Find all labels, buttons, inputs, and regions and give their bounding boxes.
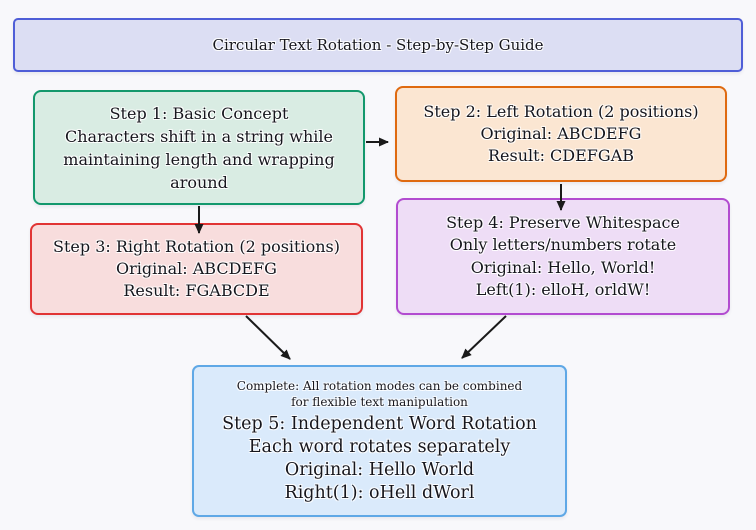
node-text-line: Step 1: Basic Concept	[109, 103, 289, 123]
node-text-line: Step 5: Independent Word Rotation	[222, 413, 537, 434]
diagram-title: Circular Text Rotation - Step-by-Step Gu…	[212, 36, 544, 54]
node-text-line: Result: FGABCDE	[123, 281, 270, 300]
node-text-line: Original: ABCDEFG	[116, 259, 277, 278]
node-text-line: Original: Hello World	[284, 459, 475, 480]
node-text-line: Step 2: Left Rotation (2 positions)	[423, 102, 699, 121]
node-text-line: Left(1): elloH, orldW!	[475, 280, 651, 299]
node-note-line: for flexible text manipulation	[291, 394, 468, 409]
node-text-line: Original: Hello, World!	[470, 257, 656, 277]
node-step4-preserve-whitespace: Step 4: Preserve Whitespace Only letters…	[396, 198, 730, 315]
node-text-line: Only letters/numbers rotate	[449, 235, 677, 254]
node-step5-word-rotation-complete: Complete: All rotation modes can be comb…	[192, 365, 567, 517]
node-text-line: Each word rotates separately	[248, 436, 511, 457]
node-step3-right-rotation: Step 3: Right Rotation (2 positions) Ori…	[30, 223, 363, 315]
node-note-line: Complete: All rotation modes can be comb…	[236, 378, 523, 393]
node-text-line: Characters shift in a string while	[64, 126, 334, 146]
node-text-line: Original: ABCDEFG	[480, 124, 642, 143]
node-text-line: maintaining length and wrapping	[63, 149, 335, 169]
diagram-title-banner: Circular Text Rotation - Step-by-Step Gu…	[13, 18, 743, 72]
arrow-step3-to-step5	[245, 315, 291, 360]
node-text-line: Step 4: Preserve Whitespace	[446, 212, 680, 232]
node-step2-left-rotation: Step 2: Left Rotation (2 positions) Orig…	[395, 86, 727, 182]
node-text-line: Result: CDEFGAB	[488, 146, 634, 165]
node-step1-basic-concept: Step 1: Basic Concept Characters shift i…	[33, 90, 365, 205]
arrow-step4-to-step5	[461, 315, 507, 359]
node-text-line: around	[170, 172, 228, 192]
node-text-line: Step 3: Right Rotation (2 positions)	[53, 237, 340, 256]
node-text-line: Right(1): oHell dWorl	[284, 482, 475, 503]
